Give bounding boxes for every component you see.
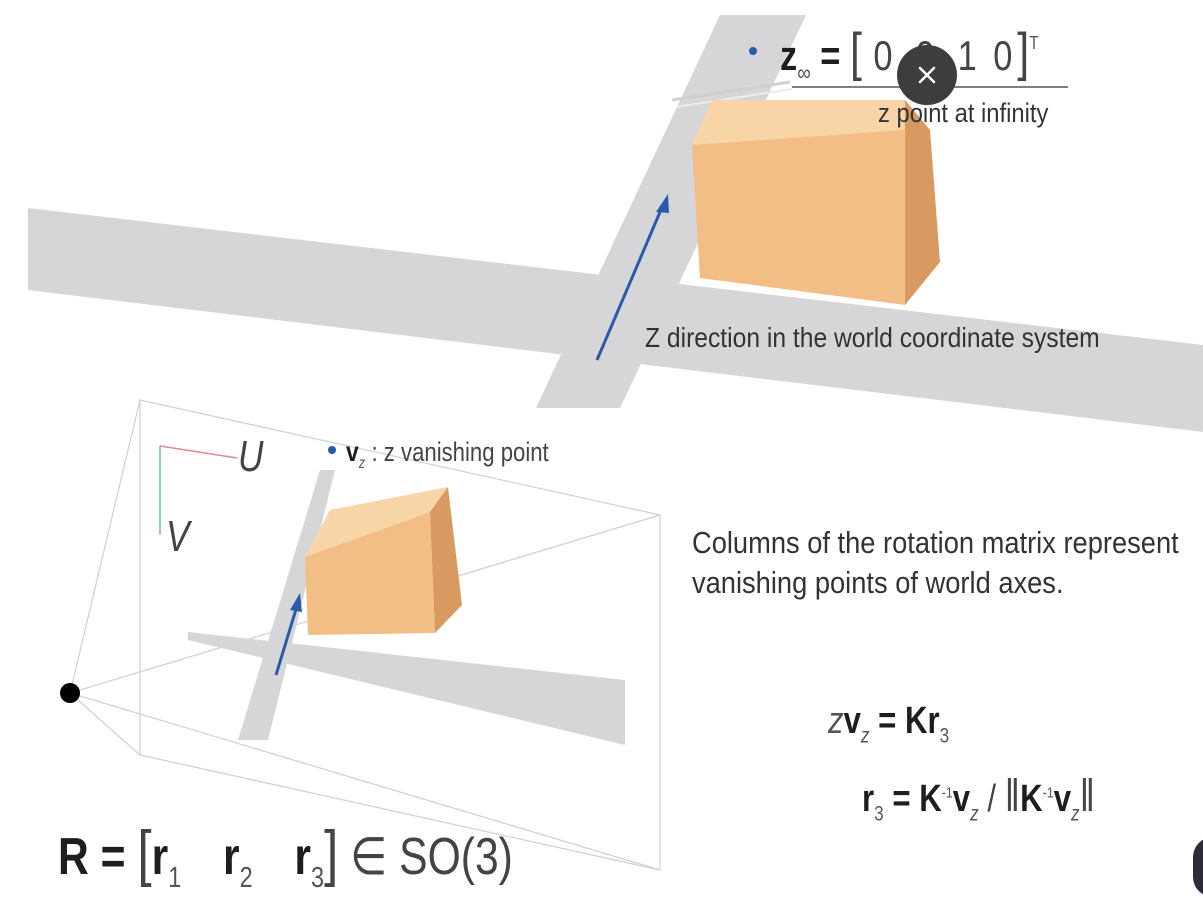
rotation-r2: r	[223, 828, 240, 886]
vz-symbol: v	[346, 436, 359, 467]
image-box-front	[305, 512, 435, 635]
eq2-v: v	[952, 778, 971, 820]
explanation-line-1: Columns of the rotation matrix represent	[692, 525, 1179, 560]
eq1-v-sub: z	[860, 724, 870, 748]
eq2-K2-inverse: -1	[1042, 784, 1054, 802]
explanation-line-2: vanishing points of world axes.	[692, 565, 1064, 600]
eq1-r-sub: 3	[939, 724, 950, 748]
vz-caption: : z vanishing point	[371, 437, 549, 467]
rotation-r1: r	[151, 828, 169, 886]
rotation-matrix-formula: R = [r1 r2 r3] ∈ SO(3)	[58, 818, 513, 895]
u-axis-label: U	[238, 432, 264, 481]
eq1-r: r	[927, 700, 940, 742]
vanishing-point-label: vz : z vanishing point	[346, 436, 549, 473]
image-box-side	[430, 487, 462, 633]
z-infinity-bracket-close: ]	[1017, 23, 1030, 82]
eq2-v-sub: z	[970, 802, 979, 826]
rotation-r1-sub: 1	[168, 861, 182, 894]
z-infinity-value-3: 1	[957, 32, 977, 79]
z-infinity-bracket-open: [	[849, 23, 862, 82]
rotation-bracket-open: [	[137, 819, 152, 888]
rotation-element-of: ∈	[350, 828, 388, 886]
world-box-front	[692, 130, 905, 305]
horizon-line-2	[675, 88, 793, 108]
eq1-equals: =	[878, 700, 897, 742]
rotation-r2-sub: 2	[239, 861, 253, 894]
world-box-side	[905, 100, 940, 305]
image-floor-strip	[188, 632, 625, 745]
z-infinity-point	[749, 47, 757, 55]
horizon-line	[671, 80, 791, 102]
z-infinity-subscript: ∞	[797, 59, 811, 86]
rotation-r3-sub: 3	[311, 861, 325, 894]
image-box-top	[305, 487, 448, 557]
rotation-group: SO(3)	[399, 828, 513, 886]
z-infinity-symbol: z	[780, 32, 798, 79]
eq1-v: v	[843, 700, 861, 742]
z-infinity-equals: =	[820, 32, 841, 79]
z-infinity-transpose: T	[1029, 33, 1039, 55]
camera-center-dot	[60, 683, 80, 703]
eq1-z: z	[828, 700, 844, 742]
rotation-r3: r	[294, 828, 312, 886]
eq2-slash: /	[987, 778, 997, 820]
eq2-v2-sub: z	[1071, 802, 1080, 826]
close-button[interactable]	[897, 45, 957, 105]
equation-zv-kr: zvz = Kr3	[828, 700, 949, 748]
vz-subscript: z	[358, 454, 366, 472]
eq2-K-inverse: -1	[941, 784, 953, 802]
rotation-R: R	[58, 828, 89, 886]
eq2-equals: =	[892, 778, 911, 820]
z-infinity-value-1: 0	[873, 32, 893, 79]
world-z-arrowhead	[656, 194, 669, 213]
z-infinity-value-4: 0	[993, 32, 1013, 79]
z-direction-caption: Z direction in the world coordinate syst…	[645, 322, 1100, 353]
world-z-arrow	[595, 204, 665, 361]
eq2-norm-open: ‖	[1004, 770, 1021, 821]
eq2-K: K	[919, 778, 942, 820]
vanishing-point	[328, 446, 336, 454]
u-axis	[159, 445, 238, 459]
image-z-arrowhead	[290, 593, 302, 612]
image-z-arrow	[274, 605, 299, 676]
v-axis-label: V	[166, 512, 190, 561]
equation-r3: r3 = K-1vz / ‖K-1vz‖	[862, 770, 1095, 826]
close-icon	[918, 66, 936, 84]
eq2-r: r	[862, 778, 875, 820]
rotation-bracket-close: ]	[324, 819, 339, 888]
eq2-r-sub: 3	[874, 802, 884, 826]
eq2-norm-close: ‖	[1079, 770, 1096, 821]
rotation-equals: =	[100, 828, 126, 886]
eq2-K2: K	[1020, 778, 1043, 820]
eq2-v2: v	[1053, 778, 1072, 820]
camera-frustum	[69, 399, 661, 871]
image-floor-road	[238, 470, 335, 740]
presenter-avatar-edge	[1193, 837, 1203, 897]
eq1-K: K	[905, 700, 928, 742]
z-infinity-caption: z point at infinity	[878, 98, 1049, 128]
